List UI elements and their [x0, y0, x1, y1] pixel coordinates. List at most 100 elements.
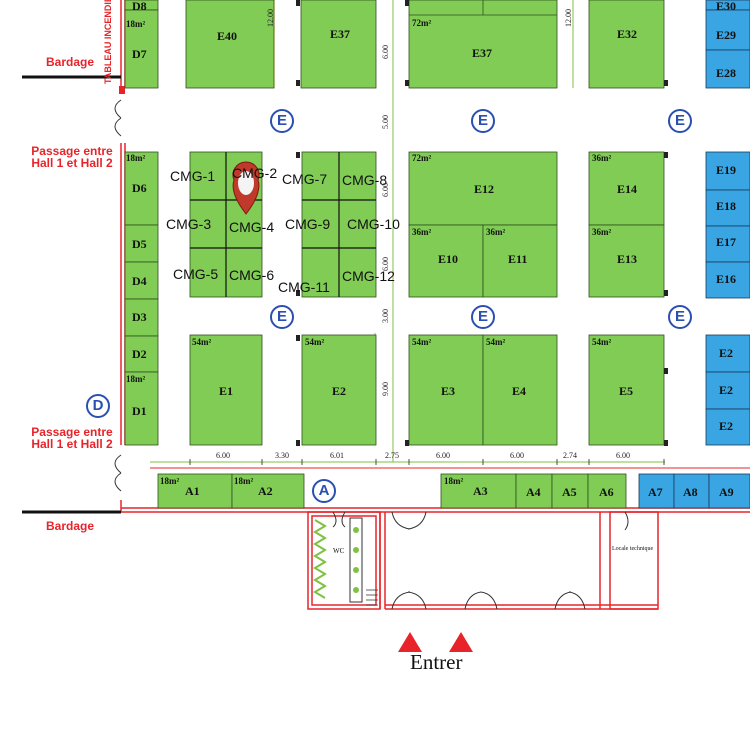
- booth-a8[interactable]: [673, 473, 710, 509]
- booth-label-e18: E18: [716, 199, 737, 213]
- stand-label-cmg-11: CMG-11: [278, 279, 330, 295]
- booth-a1[interactable]: [157, 473, 233, 509]
- booths-blue: [638, 0, 750, 509]
- zone-marker-a[interactable]: A: [312, 479, 336, 503]
- dimension-label: 3.30: [275, 451, 289, 460]
- booth-d5[interactable]: [124, 224, 159, 263]
- booth-label-a8: A8: [683, 485, 698, 499]
- booth-e13[interactable]: [588, 224, 665, 298]
- stand-label-cmg-2: CMG-2: [232, 165, 278, 181]
- booth-label-a1: A1: [185, 484, 200, 498]
- booth-label-d7: D7: [132, 47, 147, 61]
- fire-panel-icon: [119, 86, 125, 94]
- booth-a5[interactable]: [551, 473, 589, 509]
- stand-label-cmg-1: CMG-1: [170, 168, 216, 184]
- booth-a9[interactable]: [708, 473, 750, 509]
- booth-area-e5: 54m²: [592, 337, 612, 347]
- booth-e10[interactable]: [408, 224, 484, 298]
- location-pin-icon[interactable]: [232, 161, 260, 215]
- booth-e32[interactable]: [588, 0, 665, 89]
- tick: [296, 152, 300, 158]
- booth-e2[interactable]: [301, 334, 377, 446]
- booth-label-e19: E19: [716, 163, 737, 177]
- toilet-stalls: [313, 519, 327, 599]
- booth-area-a1: 18m²: [160, 476, 180, 486]
- dimension-label: 12.00: [266, 9, 275, 27]
- zone-marker-e[interactable]: E: [471, 109, 495, 133]
- booth-e14[interactable]: [588, 151, 665, 226]
- dimension-label: 2.74: [563, 451, 577, 460]
- sink-icon: [353, 527, 359, 533]
- pin-highlight: [238, 171, 254, 195]
- zone-marker-e[interactable]: E: [668, 305, 692, 329]
- booth-a6[interactable]: [587, 473, 627, 509]
- entrance-arrow-icon: [449, 632, 473, 652]
- booth-d3[interactable]: [124, 298, 159, 337]
- booth-e3[interactable]: [408, 334, 484, 446]
- booth-area-e1: 54m²: [192, 337, 212, 347]
- booth-label-e28: E28: [716, 66, 737, 80]
- door-icon: [391, 591, 427, 610]
- dimension-label: 12.00: [564, 9, 573, 27]
- zone-marker-e[interactable]: E: [270, 305, 294, 329]
- booth-label-a4: A4: [526, 485, 541, 499]
- dimension-label: 6.00: [381, 257, 390, 271]
- tick: [296, 290, 300, 296]
- booth-label-d5: D5: [132, 237, 147, 251]
- booth-e16[interactable]: [705, 261, 750, 299]
- bardage-label-bottom: Bardage: [46, 519, 95, 533]
- booth-label-e13: E13: [617, 252, 638, 266]
- booth-label-e3: E3: [441, 384, 456, 398]
- dimension-label: 3.00: [381, 309, 390, 323]
- stand-label-cmg-12: CMG-12: [342, 268, 395, 284]
- booth-e29[interactable]: [705, 9, 750, 51]
- booth-label-e2-right-1: E2: [719, 346, 734, 360]
- booth-e37a[interactable]: [300, 0, 377, 89]
- booth-e19[interactable]: [705, 151, 750, 191]
- booth-label-e14: E14: [617, 182, 638, 196]
- booth-label-e2-right-3: E2: [719, 419, 734, 433]
- booth-d1[interactable]: [124, 371, 159, 446]
- wc-label: WC: [333, 547, 345, 555]
- booth-e5[interactable]: [588, 334, 665, 446]
- booth-e40[interactable]: [185, 0, 275, 89]
- stand-label-cmg-4: CMG-4: [229, 219, 275, 235]
- booth-label-e16: E16: [716, 272, 737, 286]
- booth-label-e5: E5: [619, 384, 634, 398]
- booth-e2-right-3[interactable]: [705, 408, 750, 446]
- stand-label-cmg-5: CMG-5: [173, 266, 219, 282]
- locale-technique-label: Locale technique: [612, 546, 654, 552]
- zone-marker-d[interactable]: D: [86, 394, 110, 418]
- wc-fixtures: [313, 517, 378, 606]
- door-icon: [114, 454, 122, 492]
- booth-e4[interactable]: [482, 334, 558, 446]
- booth-d2[interactable]: [124, 335, 159, 373]
- booth-d7[interactable]: [124, 9, 159, 89]
- cmg-grid: [190, 152, 376, 297]
- tick: [664, 368, 668, 374]
- booth-e12[interactable]: [408, 151, 558, 226]
- booth-e28[interactable]: [705, 49, 750, 89]
- sink-icon: [353, 587, 359, 593]
- zone-marker-e[interactable]: E: [668, 109, 692, 133]
- booth-label-e37a: E37: [330, 27, 351, 41]
- booth-area-e10: 36m²: [412, 227, 432, 237]
- booth-area-a2: 18m²: [234, 476, 254, 486]
- booth-area-a3: 18m²: [444, 476, 464, 486]
- booth-a2[interactable]: [231, 473, 305, 509]
- booth-e17[interactable]: [705, 225, 750, 263]
- zone-marker-e[interactable]: E: [471, 305, 495, 329]
- zone-marker-e[interactable]: E: [270, 109, 294, 133]
- booth-label-e29: E29: [716, 28, 737, 42]
- booth-e2-right-2[interactable]: [705, 371, 750, 410]
- booth-label-d4: D4: [132, 274, 147, 288]
- booth-e1[interactable]: [189, 334, 263, 446]
- booth-a4[interactable]: [515, 473, 553, 509]
- stand-label-cmg-3: CMG-3: [166, 216, 212, 232]
- booth-e18[interactable]: [705, 189, 750, 227]
- booth-area-e11: 36m²: [486, 227, 506, 237]
- booth-label-d3: D3: [132, 310, 147, 324]
- stand-label-cmg-7: CMG-7: [282, 171, 328, 187]
- stand-label-cmg-10: CMG-10: [347, 216, 400, 232]
- booth-e11[interactable]: [482, 224, 558, 298]
